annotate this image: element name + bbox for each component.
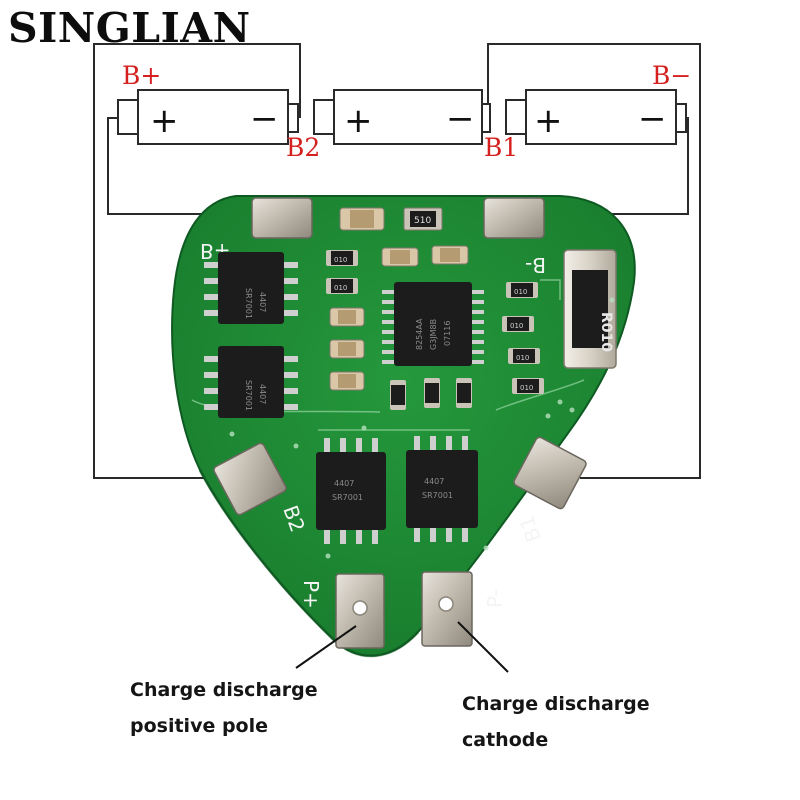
silk-p-minus: P- bbox=[483, 589, 507, 608]
battery-2-plus: + bbox=[344, 101, 373, 141]
mosfet-3-line2: SR7001 bbox=[332, 493, 363, 502]
capacitor bbox=[329, 371, 365, 391]
pad-b1 bbox=[513, 436, 587, 510]
chip-resistors: 010 010 010 010 bbox=[326, 250, 544, 410]
caption-positive-line2: positive pole bbox=[130, 715, 269, 737]
pad-b-plus bbox=[251, 197, 313, 239]
caption-cathode: Charge discharge cathode bbox=[462, 686, 650, 758]
resistor-top-label: 510 bbox=[414, 216, 431, 226]
mosfet-bottom-right: 4407 SR7001 bbox=[406, 436, 478, 542]
caption-positive-pole: Charge discharge positive pole bbox=[130, 672, 318, 744]
silk-b1: B1 bbox=[514, 512, 546, 545]
caption-cathode-line2: cathode bbox=[462, 729, 549, 751]
chip-resistor: 010 bbox=[508, 348, 540, 364]
wire-b1 bbox=[487, 43, 701, 479]
battery-2-minus: − bbox=[446, 99, 475, 139]
svg-text:010: 010 bbox=[514, 288, 527, 296]
capacitor bbox=[431, 245, 469, 265]
pointer-lines bbox=[295, 621, 509, 673]
wire-b2 bbox=[93, 43, 301, 479]
capacitor bbox=[339, 207, 385, 231]
svg-text:010: 010 bbox=[520, 384, 533, 392]
battery-3-plus: + bbox=[534, 101, 563, 141]
battery-1-plus: + bbox=[150, 101, 179, 141]
pointer-positive bbox=[295, 625, 357, 669]
mosfet-1-line1: 4407 bbox=[258, 292, 267, 312]
caption-cathode-line1: Charge discharge bbox=[462, 693, 650, 715]
silk-b-minus: B- bbox=[525, 253, 546, 277]
svg-text:010: 010 bbox=[510, 322, 523, 330]
chip-resistor bbox=[390, 380, 406, 410]
mosfet-3-line1: 4407 bbox=[334, 479, 354, 488]
capacitor bbox=[329, 339, 365, 359]
chip-resistor bbox=[424, 378, 440, 408]
chip-resistor: 010 bbox=[326, 250, 358, 266]
shunt-resistor: R010 bbox=[563, 249, 617, 369]
chip-resistor: 010 bbox=[506, 282, 538, 298]
mosfet-1-line2: SR7001 bbox=[244, 288, 253, 319]
shunt-resistor-label: R010 bbox=[598, 312, 614, 352]
silk-p-plus: P+ bbox=[299, 580, 323, 609]
mosfet-2-line2: SR7001 bbox=[244, 380, 253, 411]
mosfet-left-bottom: 4407 SR7001 bbox=[204, 346, 298, 418]
mosfet-2-line1: 4407 bbox=[258, 384, 267, 404]
battery-pack: + − + − + − bbox=[117, 89, 687, 145]
label-b2: B2 bbox=[286, 133, 320, 162]
mosfet-4-line2: SR7001 bbox=[422, 491, 453, 500]
pad-p-minus bbox=[421, 571, 473, 647]
battery-1-minus: − bbox=[250, 99, 279, 139]
capacitor bbox=[381, 247, 419, 267]
chip-resistor bbox=[456, 378, 472, 408]
label-b-plus: B+ bbox=[122, 61, 161, 90]
chip-resistor: 010 bbox=[502, 316, 534, 332]
battery-2: + − bbox=[313, 89, 491, 145]
chip-resistor: 010 bbox=[512, 378, 544, 394]
pcb-board: B+ B- B2 B1 P+ P- bbox=[171, 195, 636, 658]
battery-1: + − bbox=[117, 89, 299, 145]
mosfet-bottom-left: 4407 SR7001 bbox=[316, 438, 386, 544]
protection-ic: 8254AA G3JM8B 07116 bbox=[382, 282, 484, 366]
svg-text:010: 010 bbox=[334, 256, 347, 264]
caption-positive-line1: Charge discharge bbox=[130, 679, 318, 701]
svg-text:010: 010 bbox=[334, 284, 347, 292]
ic-line3: 07116 bbox=[443, 321, 452, 346]
mosfet-left-top: 4407 SR7001 bbox=[204, 252, 298, 324]
pad-b-minus bbox=[483, 197, 545, 239]
battery-3: + − bbox=[505, 89, 687, 145]
svg-text:010: 010 bbox=[516, 354, 529, 362]
capacitor bbox=[329, 307, 365, 327]
battery-3-minus: − bbox=[638, 99, 667, 139]
pointer-cathode bbox=[457, 621, 509, 673]
pad-p-plus bbox=[335, 573, 385, 649]
capacitors bbox=[329, 207, 469, 391]
chip-resistor: 010 bbox=[326, 278, 358, 294]
mosfet-4-line1: 4407 bbox=[424, 477, 444, 486]
label-b-minus: B− bbox=[652, 61, 691, 90]
pad-b2 bbox=[213, 442, 287, 516]
wire-b-plus bbox=[107, 117, 262, 215]
label-b1: B1 bbox=[484, 133, 518, 162]
ic-line1: 8254AA bbox=[415, 318, 424, 350]
ic-line2: G3JM8B bbox=[429, 319, 438, 350]
resistor-top: 510 bbox=[403, 207, 443, 231]
